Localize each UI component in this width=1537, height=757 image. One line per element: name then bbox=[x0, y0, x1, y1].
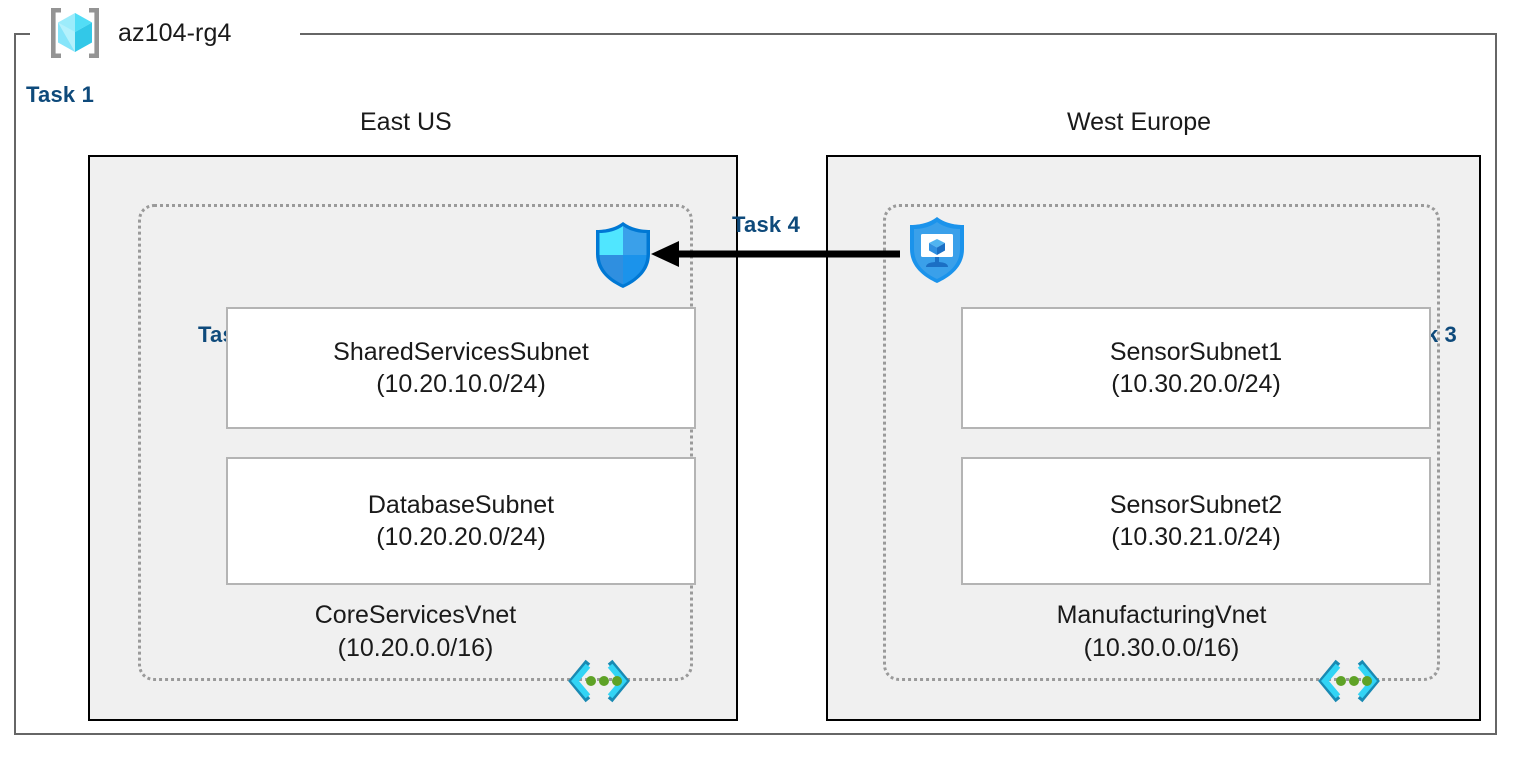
subnet-shared-services: SharedServicesSubnet (10.20.10.0/24) bbox=[226, 307, 696, 429]
vnet-name: ManufacturingVnet bbox=[1056, 601, 1267, 629]
vnet-manufacturing: SensorSubnet1 (10.30.20.0/24) SensorSubn… bbox=[883, 204, 1440, 703]
vnet-peering-arrow bbox=[645, 238, 915, 270]
subnet-cidr: (10.30.21.0/24) bbox=[1111, 523, 1281, 551]
subnet-sensor-1: SensorSubnet1 (10.30.20.0/24) bbox=[961, 307, 1431, 429]
network-security-group-shield-icon bbox=[592, 220, 654, 290]
vnet-cidr: (10.30.0.0/16) bbox=[1083, 633, 1240, 662]
resource-group-header: az104-rg4 bbox=[44, 2, 231, 64]
vnet-caption: ManufacturingVnet (10.30.0.0/16) bbox=[886, 599, 1437, 664]
vnet-icon bbox=[1316, 659, 1382, 703]
subnet-cidr: (10.20.20.0/24) bbox=[376, 523, 546, 551]
task-label-1: Task 1 bbox=[26, 82, 95, 107]
resource-group-frame bbox=[14, 33, 1497, 735]
task-label-4: Task 4 bbox=[732, 212, 801, 237]
resource-group-cube-icon bbox=[44, 4, 106, 62]
resource-group-name: az104-rg4 bbox=[118, 18, 232, 47]
region-title-west-europe: West Europe bbox=[1067, 108, 1212, 136]
subnet-name: SensorSubnet1 bbox=[1109, 338, 1283, 366]
subnet-cidr: (10.20.10.0/24) bbox=[376, 370, 546, 398]
region-title-east-us: East US bbox=[360, 108, 452, 136]
subnet-name: SensorSubnet2 bbox=[1109, 491, 1283, 519]
vnet-name: CoreServicesVnet bbox=[314, 601, 517, 629]
subnet-name: DatabaseSubnet bbox=[367, 491, 555, 519]
subnet-database: DatabaseSubnet (10.20.20.0/24) bbox=[226, 457, 696, 585]
vnet-caption: CoreServicesVnet (10.20.0.0/16) bbox=[141, 599, 690, 664]
vnet-core-services: SharedServicesSubnet (10.20.10.0/24) Dat… bbox=[138, 204, 696, 703]
vnet-cidr: (10.20.0.0/16) bbox=[337, 633, 494, 662]
subnet-cidr: (10.30.20.0/24) bbox=[1111, 370, 1281, 398]
azure-firewall-shield-icon bbox=[906, 215, 968, 285]
subnet-sensor-2: SensorSubnet2 (10.30.21.0/24) bbox=[961, 457, 1431, 585]
subnet-name: SharedServicesSubnet bbox=[333, 338, 589, 366]
vnet-icon bbox=[566, 659, 632, 703]
